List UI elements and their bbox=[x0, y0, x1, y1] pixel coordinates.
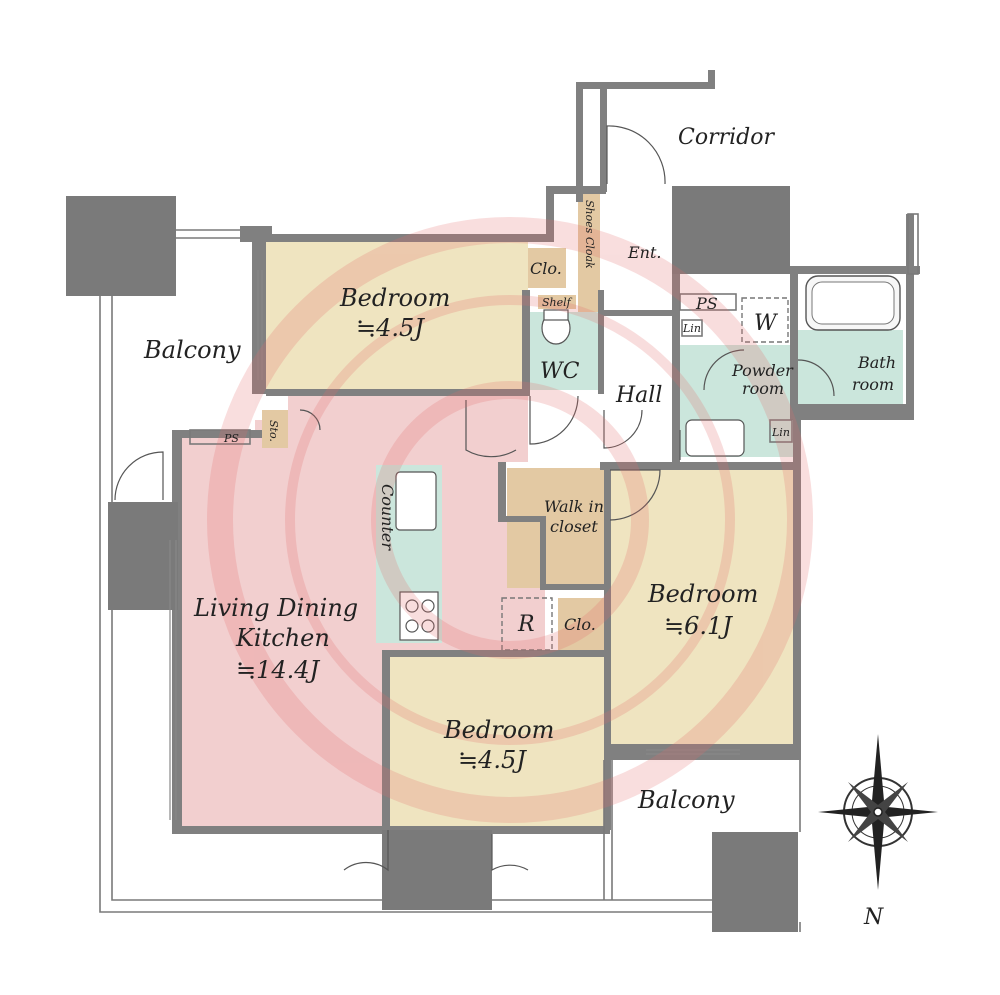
pillars bbox=[66, 186, 798, 932]
washer-space bbox=[741, 297, 789, 343]
walkin-closet-label-1: Walk in bbox=[544, 497, 604, 516]
bedroom-right-area: ≒6.1J bbox=[664, 612, 733, 640]
balcony-right-label: Balcony bbox=[637, 786, 735, 814]
balcony-lines bbox=[99, 213, 919, 932]
bedroom-bottom-fill bbox=[390, 657, 604, 828]
bath-fill bbox=[798, 330, 903, 405]
windows bbox=[169, 270, 740, 820]
shoes-cloak-label: Shoes Cloak bbox=[583, 200, 596, 269]
walkin-closet-fill bbox=[507, 468, 607, 588]
bedroom-right-label: Bedroom bbox=[647, 580, 758, 608]
corridor-label: Corridor bbox=[678, 125, 775, 150]
refrigerator-label: R bbox=[517, 612, 535, 637]
refrigerator-space bbox=[501, 597, 553, 651]
closet-mid-fill bbox=[558, 598, 606, 650]
bath-room-label-1: Bath bbox=[857, 353, 896, 372]
toilet-tank bbox=[543, 309, 569, 321]
doors bbox=[114, 125, 835, 872]
closet-top-label: Clo. bbox=[530, 259, 562, 278]
powder-room-label-2: room bbox=[742, 379, 784, 398]
closet-mid-label: Clo. bbox=[564, 615, 596, 634]
bedroom-top-area: ≒4.5J bbox=[356, 314, 425, 342]
shoes-cloak-fill bbox=[578, 194, 600, 312]
bath-room-label-2: room bbox=[852, 375, 894, 394]
balcony-left-label: Balcony bbox=[143, 336, 241, 364]
bedroom-top-label: Bedroom bbox=[339, 284, 450, 312]
counter-label: Counter bbox=[378, 484, 397, 551]
closet-top-fill bbox=[528, 248, 566, 288]
lin-bottom-label: Lin bbox=[771, 426, 790, 439]
storage-label: Sto. bbox=[267, 420, 280, 442]
watermark bbox=[207, 217, 813, 823]
kitchen-sink-icon bbox=[395, 471, 437, 531]
ps-top-label: PS bbox=[695, 294, 718, 313]
wc-label: WC bbox=[540, 359, 580, 384]
entrance-label: Ent. bbox=[627, 243, 662, 262]
north-label: N bbox=[863, 905, 884, 930]
powder-room-label-1: Powder bbox=[731, 361, 794, 380]
compass-icon bbox=[818, 734, 938, 890]
bedroom-top-fill bbox=[266, 242, 528, 390]
bedroom-right-fill bbox=[610, 470, 793, 748]
fixtures bbox=[189, 275, 901, 651]
storage-fill bbox=[262, 410, 288, 448]
ldk-label-1: Living Dining bbox=[193, 594, 358, 622]
washbasin-icon bbox=[685, 419, 745, 457]
room-fills bbox=[180, 194, 903, 828]
ps-left-label: PS bbox=[223, 432, 239, 445]
washer-label: W bbox=[754, 311, 779, 336]
stove-icon bbox=[399, 591, 439, 641]
lin-top-label: Lin bbox=[682, 322, 701, 335]
hall-label: Hall bbox=[615, 383, 662, 408]
bedroom-bottom-label: Bedroom bbox=[443, 716, 554, 744]
shelf-fill bbox=[538, 295, 576, 309]
labels: Corridor Ent. Shoes Cloak Clo. Shelf WC … bbox=[143, 125, 896, 930]
ldk-fill bbox=[180, 396, 545, 828]
bedroom-bottom-area: ≒4.5J bbox=[458, 746, 527, 774]
shelf-label: Shelf bbox=[542, 296, 573, 309]
ldk-label-2: Kitchen bbox=[235, 624, 330, 652]
ldk-area: ≒14.4J bbox=[236, 656, 321, 684]
walkin-closet-label-2: closet bbox=[550, 517, 598, 536]
